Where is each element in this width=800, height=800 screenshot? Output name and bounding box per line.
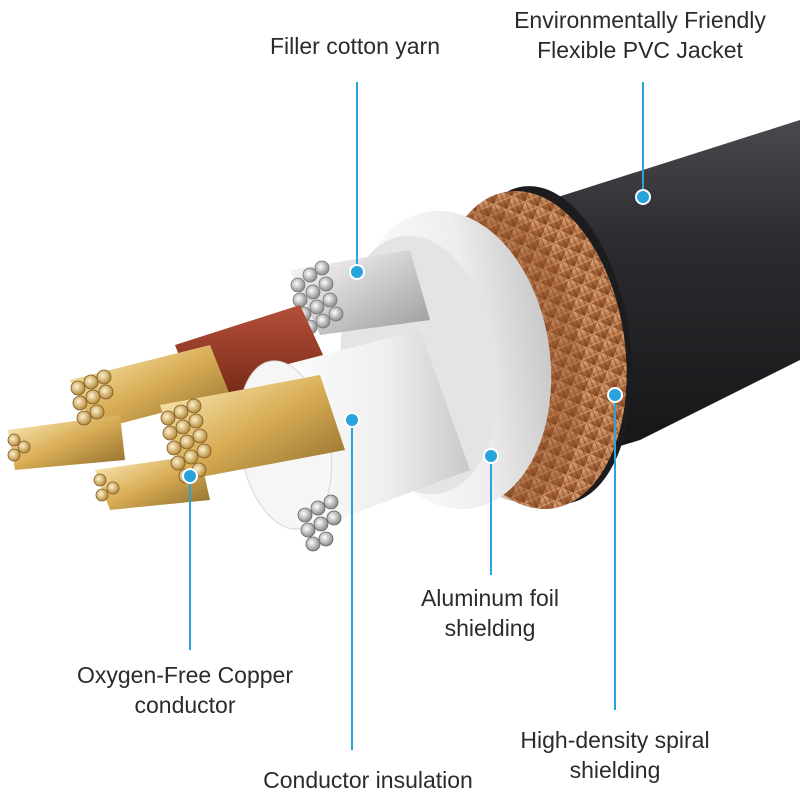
- foil-label-line1: Aluminum foil: [420, 585, 560, 611]
- copper-label-line2: conductor: [134, 692, 236, 718]
- copper-dot: [182, 468, 198, 484]
- filler-label-text: Filler cotton yarn: [269, 33, 440, 59]
- insulation-label-text: Conductor insulation: [263, 767, 473, 793]
- foil-dot: [483, 448, 499, 464]
- copper-label-line1: Oxygen-Free Copper: [76, 662, 294, 688]
- spiral-dot: [607, 387, 623, 403]
- jacket-label: Environmentally Friendly Flexible PVC Ja…: [490, 5, 790, 65]
- jacket-label-line2: Flexible PVC Jacket: [537, 37, 743, 63]
- jacket-dot: [635, 189, 651, 205]
- callout-lines: [189, 82, 644, 750]
- spiral-label: High-density spiral shielding: [495, 725, 735, 785]
- jacket-label-line1: Environmentally Friendly: [514, 7, 766, 33]
- insulation-label: Conductor insulation: [238, 765, 498, 795]
- copper-conductors: [7, 345, 345, 510]
- filler-yarn-bottom: [297, 494, 342, 552]
- spiral-label-line1: High-density spiral: [520, 727, 710, 753]
- callout-dots: [182, 189, 651, 484]
- foil-label-line2: shielding: [444, 615, 536, 641]
- filler-label: Filler cotton yarn: [245, 31, 465, 61]
- copper-label: Oxygen-Free Copper conductor: [55, 660, 315, 720]
- spiral-label-line2: shielding: [569, 757, 661, 783]
- filler-yarn-bundle: [290, 250, 430, 335]
- foil-label: Aluminum foil shielding: [400, 583, 580, 643]
- filler-dot: [349, 264, 365, 280]
- insulation-dot: [344, 412, 360, 428]
